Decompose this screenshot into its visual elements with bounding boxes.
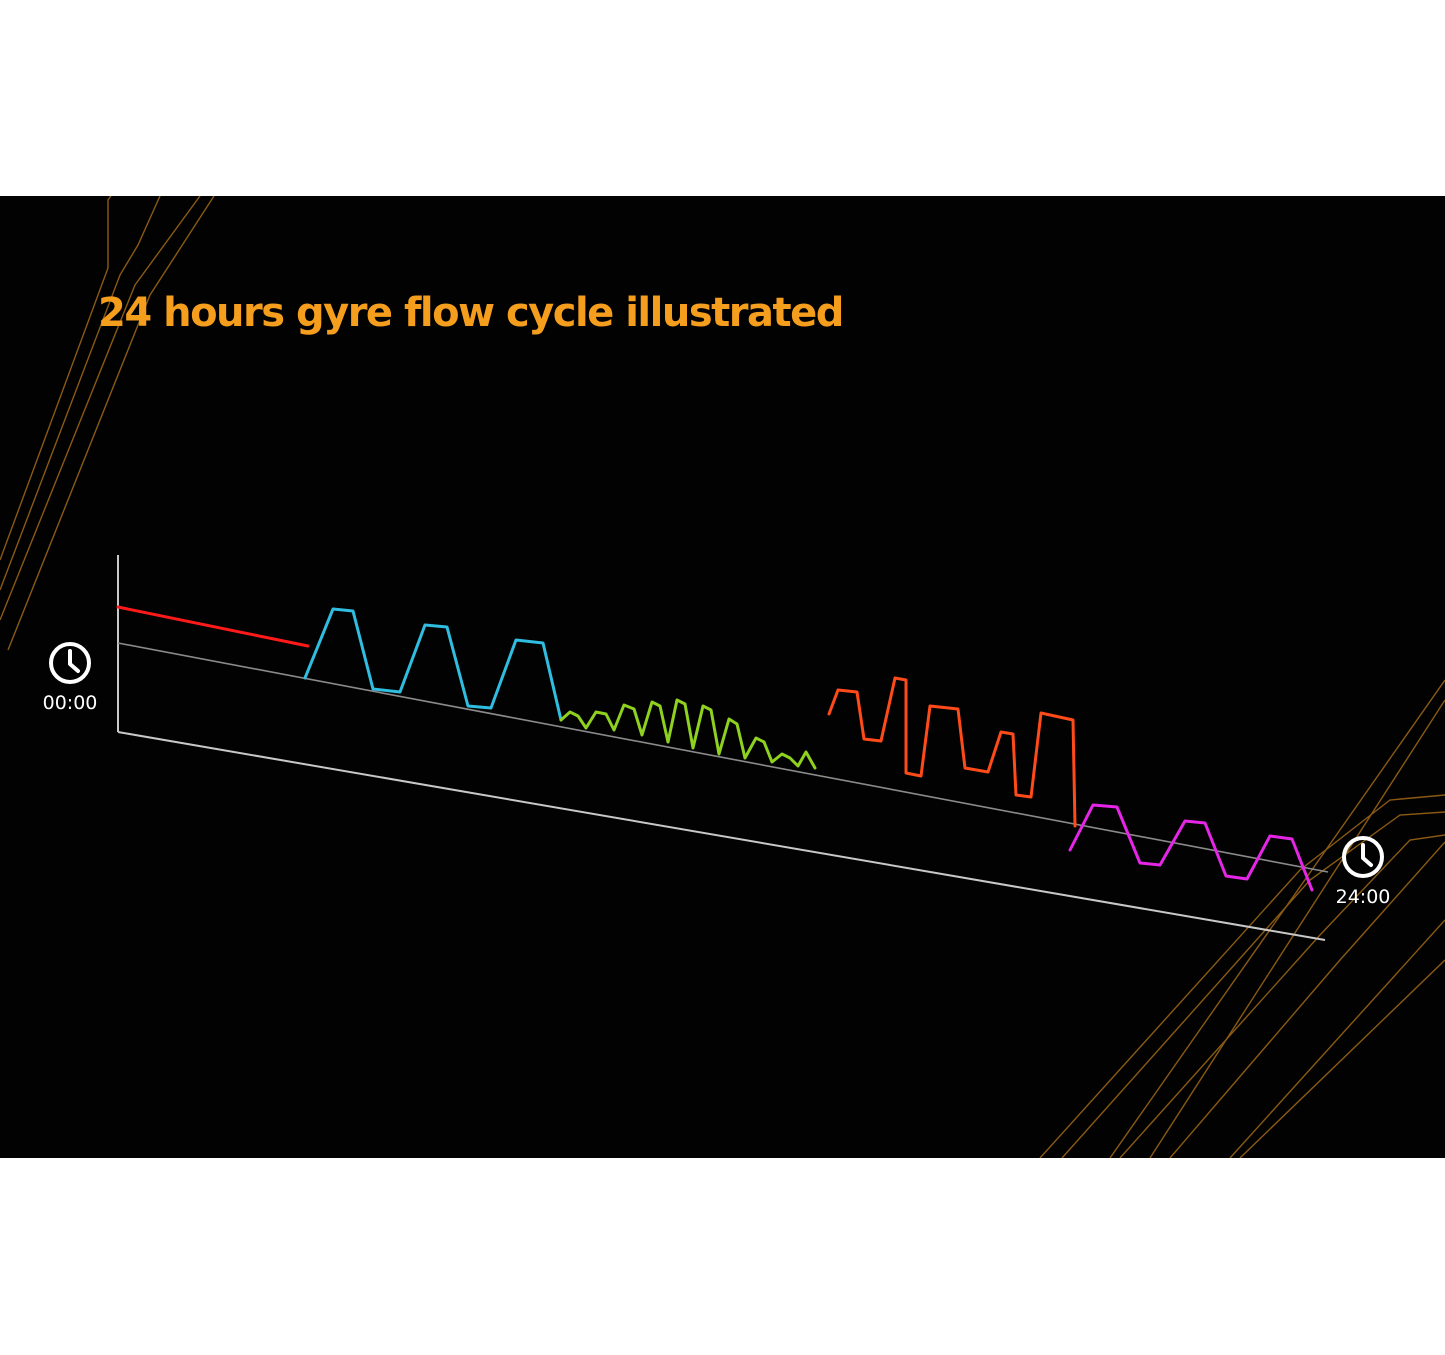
circuit-trace: [1239, 959, 1445, 1158]
diagram-title: 24 hours gyre flow cycle illustrated: [98, 290, 844, 336]
constant-flow-segment: [116, 605, 310, 648]
flow-segments: [116, 605, 1314, 892]
circuit-trace: [0, 196, 161, 591]
front-baseline: [117, 731, 1326, 941]
time-axes: [117, 555, 1329, 941]
end-clock: 24:00: [1323, 834, 1403, 908]
circuit-trace: [1149, 699, 1445, 1158]
magenta-wave-segment: [1068, 803, 1314, 892]
clock-icon: [49, 642, 91, 684]
start-time-label: 00:00: [42, 692, 98, 714]
gyre-flow-diagram: [0, 196, 1445, 1158]
circuit-trace: [1119, 834, 1445, 1158]
circuit-lines-decoration: [0, 196, 1445, 1158]
end-time-label: 24:00: [1335, 886, 1391, 908]
orange-wave-segment: [827, 676, 1077, 828]
circuit-trace: [0, 196, 201, 621]
green-wave-segment: [559, 698, 817, 770]
diagram-panel: [0, 196, 1445, 1158]
circuit-trace: [1109, 679, 1445, 1158]
circuit-trace: [0, 196, 112, 561]
back-baseline: [117, 642, 1329, 873]
circuit-trace: [1229, 919, 1445, 1158]
circuit-trace: [1039, 794, 1445, 1158]
circuit-trace: [1169, 841, 1445, 1158]
clock-icon: [1342, 836, 1384, 878]
circuit-trace: [7, 196, 215, 651]
circuit-trace: [1061, 811, 1445, 1158]
start-clock: 00:00: [30, 640, 110, 714]
cyan-wave-segment: [303, 607, 563, 722]
